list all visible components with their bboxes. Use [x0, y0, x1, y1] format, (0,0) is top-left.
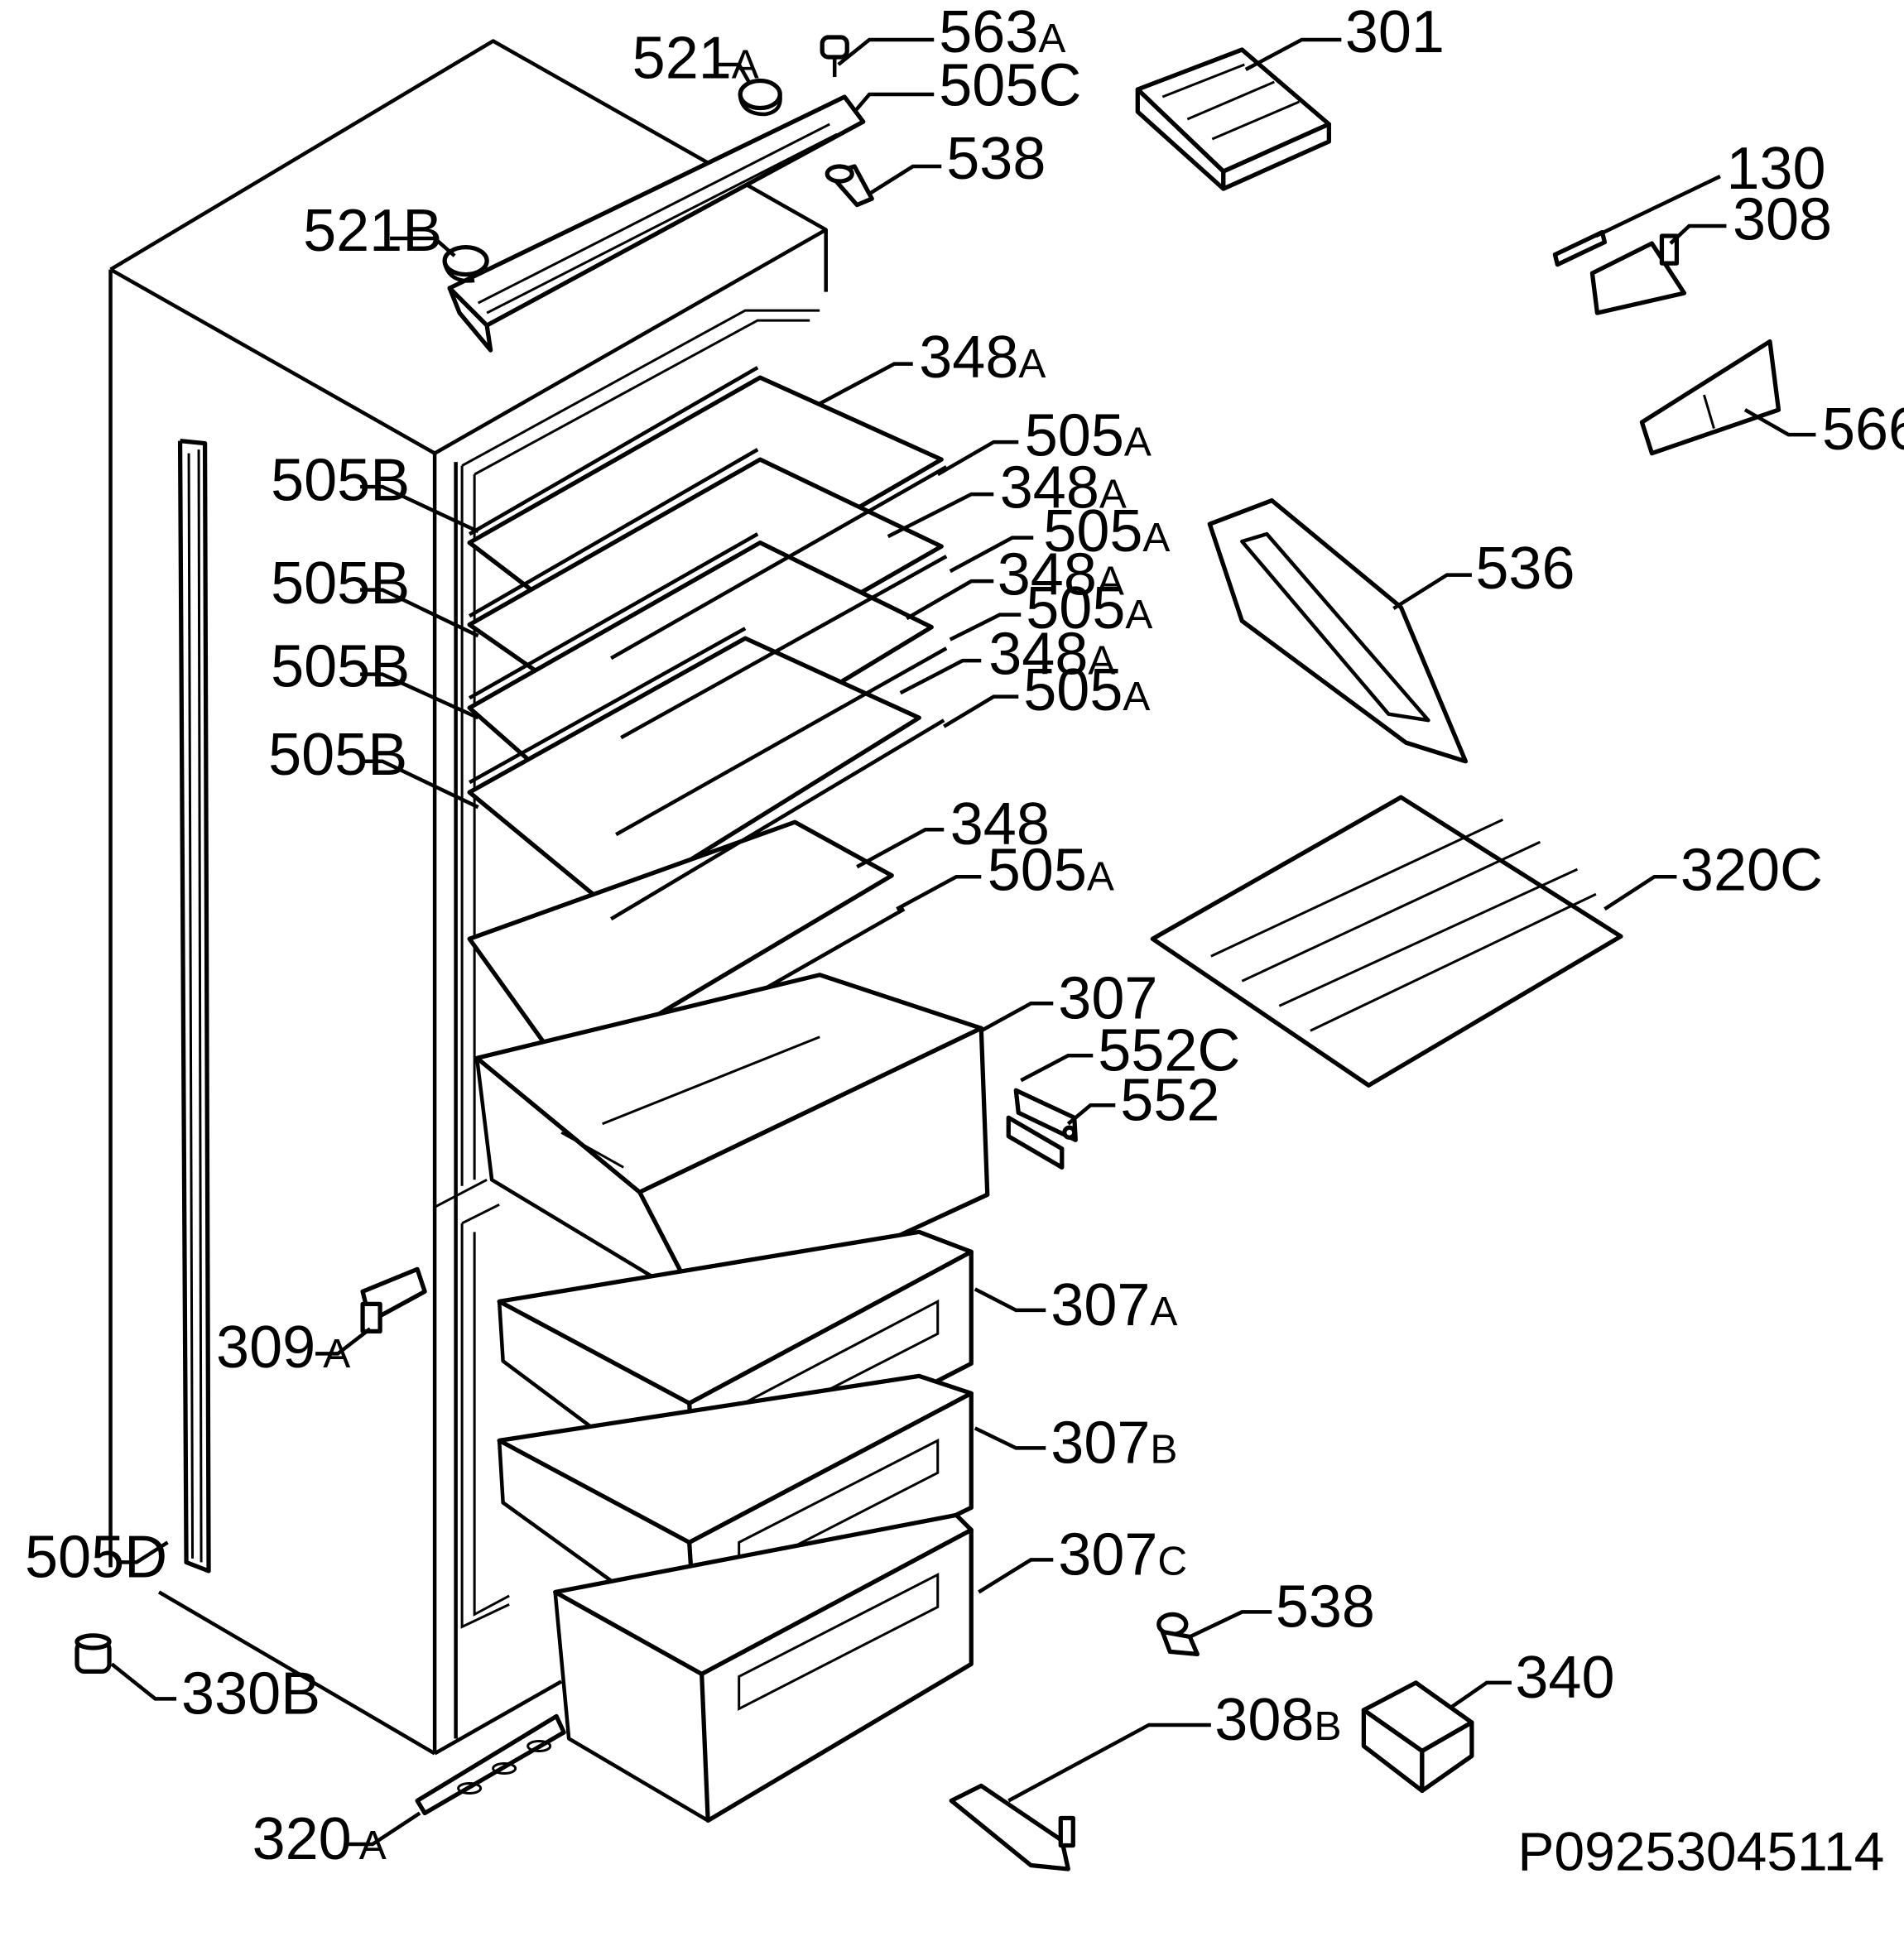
bracket-538-bottom [1156, 1612, 1200, 1657]
glass-shelves [467, 366, 948, 1100]
cabinet-body [108, 39, 828, 1756]
leader-lines [110, 37, 1816, 1847]
bracket-566 [1639, 339, 1781, 456]
label-307a: 307A [1051, 1272, 1177, 1338]
label-505b-3: 505B [271, 634, 410, 700]
label-348a-1: 348A [919, 324, 1046, 391]
hinge-308 [1589, 233, 1687, 315]
label-505b-4: 505B [268, 722, 407, 788]
label-348a-4: 348A [988, 622, 1115, 688]
label-130: 130 [1726, 136, 1825, 202]
label-536: 536 [1475, 536, 1575, 602]
label-348: 348 [950, 791, 1050, 858]
latch-309a [360, 1266, 427, 1333]
label-348a-2: 348A [1000, 455, 1127, 521]
label-307: 307 [1058, 965, 1157, 1031]
label-552c: 552C [1098, 1017, 1240, 1084]
door-gasket [177, 439, 211, 1574]
label-340: 340 [1515, 1645, 1614, 1711]
drawing-reference: P09253045114 [1517, 1820, 1884, 1881]
bracket-538-top [825, 164, 874, 208]
label-307c: 307C [1058, 1521, 1187, 1588]
label-505a-4: 505A [1023, 657, 1150, 723]
bottle-rack-536 [1207, 498, 1469, 764]
label-301: 301 [1345, 0, 1445, 65]
cap-521a [738, 78, 782, 117]
label-521b: 521B [303, 198, 442, 264]
label-563a: 563A [939, 0, 1065, 65]
label-505d: 505D [25, 1524, 167, 1590]
label-307b: 307B [1051, 1410, 1177, 1476]
label-538-top: 538 [946, 126, 1046, 192]
screw-563a [820, 35, 849, 78]
freezer-shelf-320c [1150, 795, 1623, 1088]
label-505c: 505C [939, 53, 1081, 119]
foot-330b [75, 1633, 112, 1675]
rail-320a [415, 1713, 566, 1816]
label-566: 566 [1822, 396, 1904, 463]
label-505a-1: 505A [1025, 403, 1152, 469]
label-308b: 308B [1214, 1687, 1341, 1753]
top-hinge-bar [447, 94, 866, 353]
drawer-rail-552 [1006, 1088, 1078, 1170]
label-505b-2: 505B [271, 550, 410, 617]
label-308: 308 [1733, 187, 1832, 253]
label-320c: 320C [1680, 838, 1823, 904]
ice-cube-tray [1135, 47, 1331, 191]
drawer-307c [553, 1512, 974, 1823]
label-552: 552 [1120, 1067, 1219, 1133]
hinge-plate-130 [1552, 229, 1608, 267]
hinge-308b [949, 1783, 1075, 1872]
label-330b: 330B [181, 1660, 320, 1727]
label-538-bottom: 538 [1276, 1574, 1375, 1640]
label-521a: 521A [632, 26, 759, 92]
label-505a-5: 505A [988, 838, 1114, 904]
label-505a-2: 505A [1043, 498, 1170, 565]
label-505a-3: 505A [1026, 575, 1152, 641]
label-348a-3: 348A [998, 542, 1124, 608]
box-340 [1361, 1680, 1474, 1794]
label-505b-1: 505B [271, 448, 410, 514]
